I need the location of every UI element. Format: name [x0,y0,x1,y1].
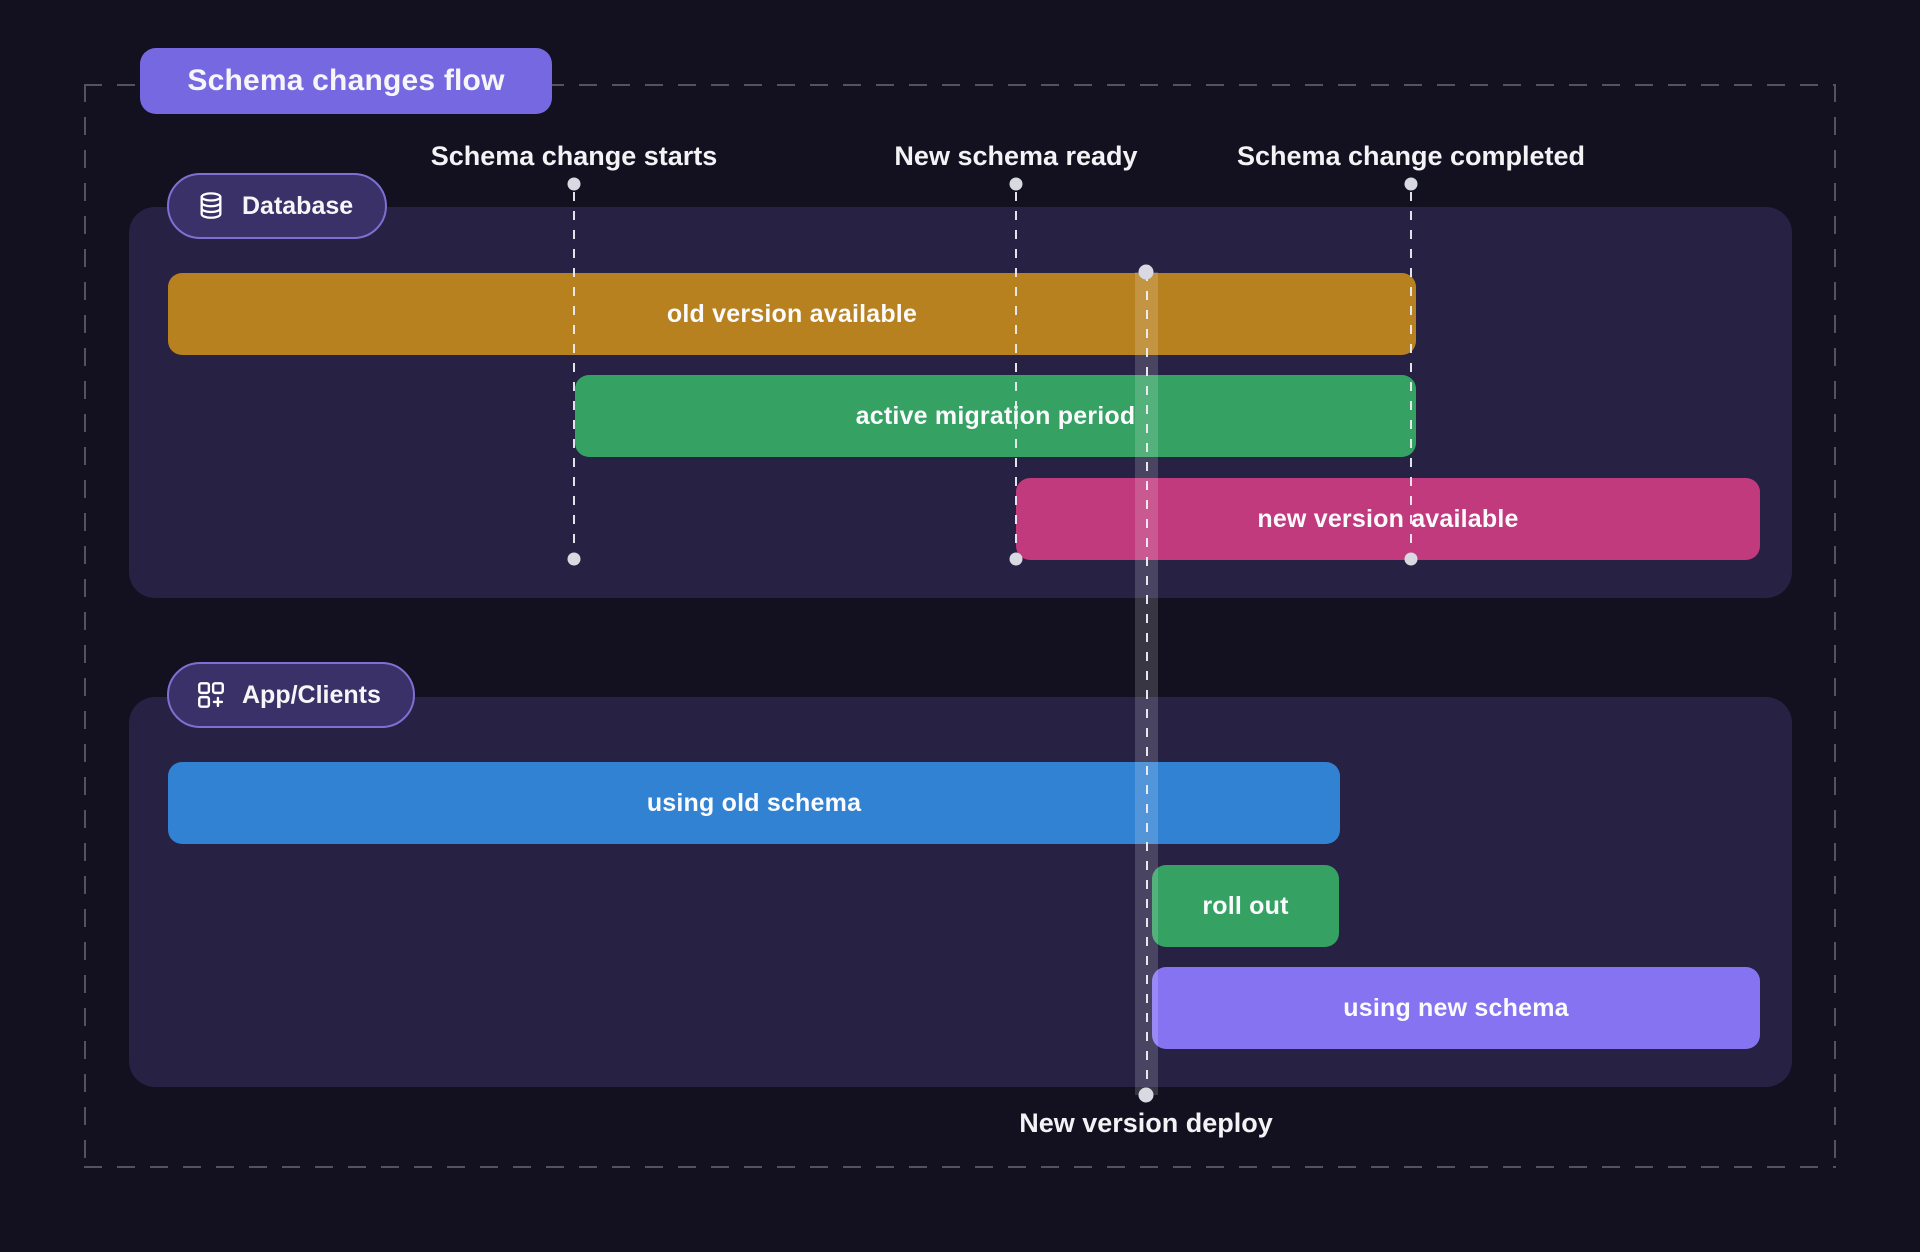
deploy-guide-line-dashes [1145,272,1148,1095]
milestone-guide-line-starts [573,192,575,552]
bar-using-old-schema: using old schema [168,762,1340,844]
apps-add-icon [195,679,227,711]
milestone-dot-ready-top [1009,177,1023,191]
milestone-label-new-schema-ready: New schema ready [894,141,1138,171]
bar-using-new-schema: using new schema [1152,967,1760,1049]
deploy-dot-bottom [1138,1087,1154,1103]
milestone-guide-line-completed [1410,192,1412,552]
milestone-dot-completed-top [1404,177,1418,191]
bar-label: active migration period [855,401,1136,430]
database-icon [195,190,227,222]
flow-title: Schema changes flow [187,64,505,97]
bar-label: new version available [1257,504,1519,533]
bar-active-migration-period: active migration period [575,375,1416,457]
milestone-dot-starts-top [567,177,581,191]
milestone-dot-ready-bottom [1009,552,1023,566]
milestone-label-schema-change-completed: Schema change completed [1236,141,1586,171]
bar-new-version-available: new version available [1016,478,1760,560]
milestone-label-schema-change-starts: Schema change starts [430,141,718,171]
bar-old-version-available: old version available [168,273,1416,355]
bar-label: using new schema [1343,993,1569,1022]
flow-title-badge: Schema changes flow [140,48,552,114]
app-clients-badge: App/Clients [167,662,415,728]
milestone-dot-starts-bottom [567,552,581,566]
bar-label: old version available [666,299,918,328]
bar-roll-out: roll out [1152,865,1339,947]
app-clients-badge-label: App/Clients [242,680,381,709]
bar-label: using old schema [646,788,862,817]
deploy-dot-top [1138,264,1154,280]
deploy-label: New version deploy [1019,1108,1273,1138]
database-badge-label: Database [242,191,354,220]
bar-label: roll out [1202,891,1289,920]
milestone-dot-completed-bottom [1404,552,1418,566]
milestone-guide-line-ready [1015,192,1017,552]
database-badge: Database [167,173,388,239]
deploy-guide-line [1135,272,1158,1095]
